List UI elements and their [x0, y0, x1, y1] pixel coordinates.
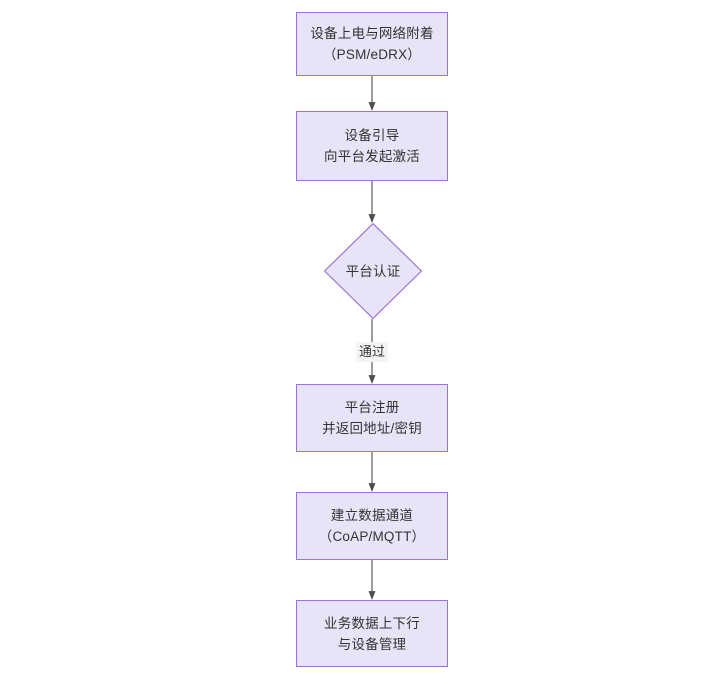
node-business-data-and-device-management[interactable]: 业务数据上下行 与设备管理: [296, 600, 448, 667]
node-establish-data-channel[interactable]: 建立数据通道 （CoAP/MQTT）: [296, 492, 448, 560]
edge-label-pass: 通过: [355, 342, 389, 362]
node-device-power-on[interactable]: 设备上电与网络附着 （PSM/eDRX）: [296, 12, 448, 76]
node-label-line: （PSM/eDRX）: [322, 47, 422, 62]
diamond-shape-icon: [324, 223, 422, 319]
node-platform-authentication[interactable]: 平台认证: [324, 223, 422, 319]
node-label-line: 设备上电与网络附着: [310, 26, 434, 41]
node-device-bootstrap[interactable]: 设备引导 向平台发起激活: [296, 111, 448, 181]
node-label-line: （CoAP/MQTT）: [318, 529, 426, 544]
node-label-line: 建立数据通道: [330, 508, 414, 523]
node-label-line: 向平台发起激活: [324, 149, 420, 164]
node-label-line: 平台认证: [345, 263, 401, 279]
node-label-line: 设备引导: [344, 128, 400, 143]
node-label-line: 业务数据上下行: [324, 615, 420, 631]
node-label-line: 并返回地址/密钥: [322, 421, 422, 436]
node-label-line: 平台注册: [344, 400, 400, 415]
node-platform-registration[interactable]: 平台注册 并返回地址/密钥: [296, 384, 448, 452]
node-label-line: 与设备管理: [337, 636, 407, 652]
